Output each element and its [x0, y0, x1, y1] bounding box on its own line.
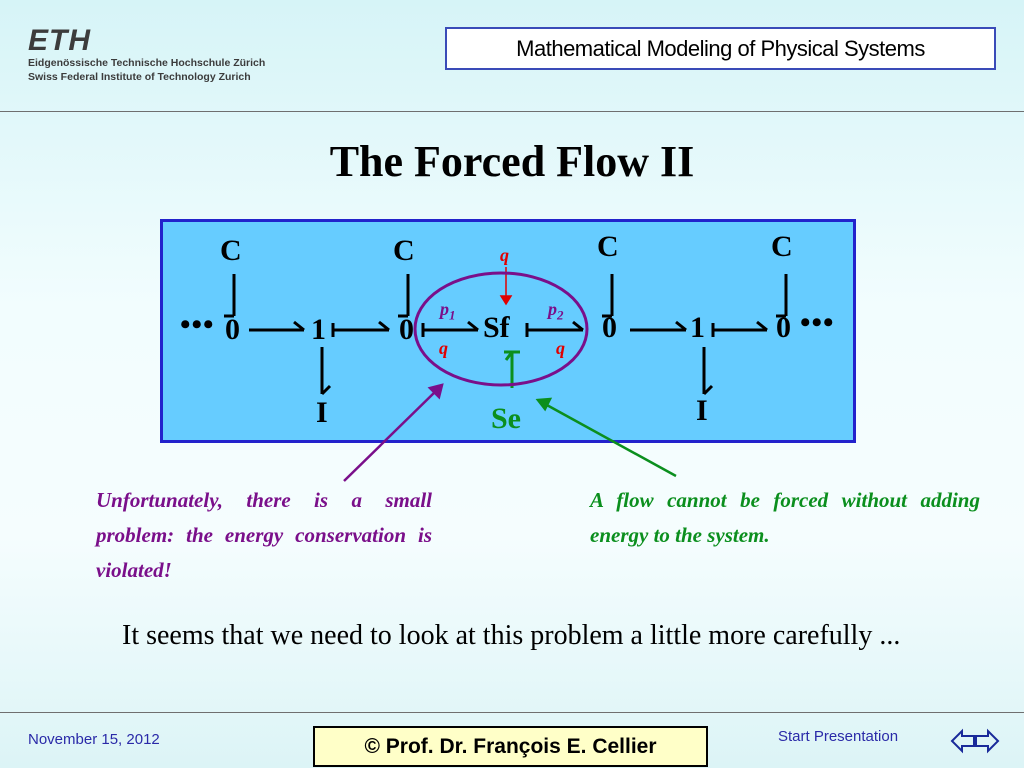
start-presentation-link[interactable]: Start Presentation — [778, 728, 899, 745]
flow-label-top: q — [500, 245, 509, 265]
capacitor-c1: C — [220, 234, 242, 267]
arrow-left-icon[interactable] — [950, 726, 976, 756]
effort-label-p1: p1 — [440, 299, 456, 323]
eth-logo: ETH Eidgenössische Technische Hochschule… — [28, 26, 265, 84]
eth-logo-line2: Swiss Federal Institute of Technology Zu… — [28, 71, 251, 83]
copyright-box: © Prof. Dr. François E. Cellier — [313, 726, 708, 767]
energy-violation-note: Unfortunately, there is a small problem:… — [96, 488, 432, 582]
inertia-i1: I — [316, 396, 328, 429]
junction-1-a: 1 — [311, 313, 326, 346]
bond-graph-wires — [224, 267, 788, 396]
eth-logo-mark: ETH — [28, 24, 91, 57]
capacitor-c4: C — [771, 230, 793, 263]
conclusion-text: It seems that we need to look at this pr… — [122, 620, 901, 651]
course-title-box: Mathematical Modeling of Physical System… — [445, 27, 996, 70]
junction-0-b: 0 — [399, 313, 414, 346]
footer-rule — [0, 712, 1024, 713]
footer-date: November 15, 2012 — [28, 731, 160, 748]
slide-title: The Forced Flow II — [329, 137, 695, 186]
arrow-right-icon[interactable] — [974, 726, 1000, 756]
forced-flow-note: A flow cannot be forced without adding e… — [590, 488, 980, 547]
header-rule — [0, 111, 1024, 112]
flow-label-left: q — [439, 338, 448, 358]
bond-graph-diagram: ••• 0 1 0 Sf 0 1 0 ••• C C C C I I Se q … — [160, 219, 856, 443]
course-title: Mathematical Modeling of Physical System… — [516, 35, 925, 61]
source-flow: Sf — [483, 311, 510, 344]
source-effort: Se — [491, 402, 521, 435]
junction-0-d: 0 — [776, 311, 791, 344]
capacitor-c3: C — [597, 230, 619, 263]
inertia-i2: I — [696, 394, 708, 427]
left-dots: ••• — [180, 308, 215, 341]
flow-label-right: q — [556, 338, 565, 358]
copyright-text: © Prof. Dr. François E. Cellier — [364, 734, 657, 758]
eth-logo-line1: Eidgenössische Technische Hochschule Zür… — [28, 57, 266, 69]
right-dots: ••• — [800, 306, 835, 339]
junction-0-c: 0 — [602, 311, 617, 344]
junction-1-b: 1 — [690, 311, 705, 344]
capacitor-c2: C — [393, 234, 415, 267]
junction-0-a: 0 — [225, 313, 240, 346]
effort-label-p2: p2 — [548, 299, 564, 323]
energy-ellipse — [413, 271, 589, 387]
